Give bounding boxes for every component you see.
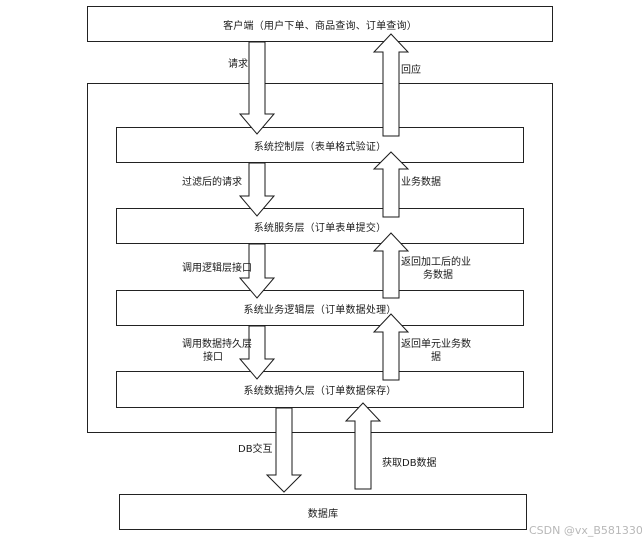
business-layer-box: 系统业务逻辑层（订单数据处理） xyxy=(116,290,524,326)
label-response: 回应 xyxy=(401,65,421,76)
service-layer-box: 系统服务层（订单表单提交） xyxy=(116,208,524,244)
label-call-persist-1: 调用数据持久层 xyxy=(182,339,252,350)
arrow-call-logic xyxy=(238,243,276,299)
control-layer-box: 系统控制层（表单格式验证） xyxy=(116,127,524,163)
label-business-data: 业务数据 xyxy=(401,177,441,188)
label-return-processed-2: 务数据 xyxy=(423,270,453,281)
control-layer-label: 系统控制层（表单格式验证） xyxy=(253,141,387,153)
client-box: 客户端（用户下单、商品查询、订单查询） xyxy=(87,6,553,42)
persistence-layer-label: 系统数据持久层（订单数据保存） xyxy=(243,386,397,397)
label-return-processed-1: 返回加工后的业 xyxy=(401,257,471,268)
persistence-layer-box: 系统数据持久层（订单数据保存） xyxy=(116,371,524,408)
label-db-interact: DB交互 xyxy=(238,444,273,455)
arrow-return-processed xyxy=(372,232,410,299)
label-call-logic: 调用逻辑层接口 xyxy=(182,263,252,274)
label-get-db-data: 获取DB数据 xyxy=(382,458,437,469)
client-box-label: 客户端（用户下单、商品查询、订单查询） xyxy=(223,20,417,32)
arrow-get-db-data xyxy=(344,402,382,490)
watermark: CSDN @vx_B581330 xyxy=(529,524,642,537)
label-filtered-request: 过滤后的请求 xyxy=(182,177,242,188)
service-layer-label: 系统服务层（订单表单提交） xyxy=(253,222,387,234)
business-layer-label: 系统业务逻辑层（订单数据处理） xyxy=(243,304,397,316)
arrow-call-persist xyxy=(238,325,276,380)
label-return-unit-2: 据 xyxy=(431,352,441,363)
label-call-persist-2: 接口 xyxy=(203,352,223,363)
database-label: 数据库 xyxy=(307,508,339,520)
arrow-db-interact xyxy=(265,407,303,493)
database-box: 数据库 xyxy=(119,494,527,530)
arrow-response xyxy=(372,33,410,137)
arrow-return-unit xyxy=(372,313,410,381)
label-return-unit-1: 返回单元业务数 xyxy=(401,339,471,350)
arrow-request xyxy=(238,41,276,135)
arrow-business-data xyxy=(372,151,410,218)
label-request: 请求 xyxy=(228,59,248,70)
arrow-filtered-request xyxy=(238,162,276,217)
